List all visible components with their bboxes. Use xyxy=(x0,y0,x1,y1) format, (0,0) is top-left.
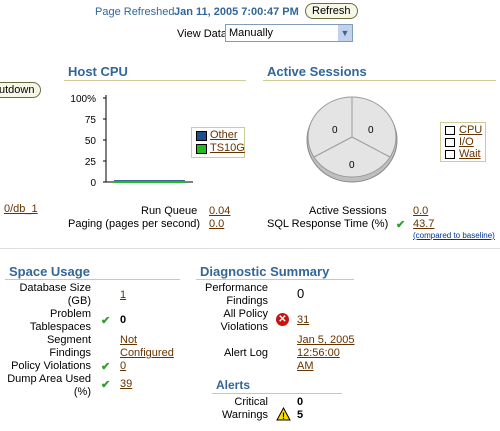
paging-value[interactable]: 0.0 xyxy=(209,218,225,230)
diagnostic-summary-rule xyxy=(196,279,354,280)
host-cpu-legend: Other TS10G xyxy=(191,127,245,158)
critical-label: Critical xyxy=(234,396,268,408)
baseline-link[interactable]: (compared to baseline) xyxy=(413,231,495,240)
all-policy-violations-value[interactable]: 31 xyxy=(297,314,310,326)
database-link[interactable]: 0/db_1 xyxy=(4,203,38,215)
chevron-down-icon: ▼ xyxy=(338,25,352,41)
legend-wait-link[interactable]: Wait xyxy=(459,148,481,160)
section-divider xyxy=(0,248,500,249)
pie-label-io: 0 xyxy=(368,125,374,136)
paging-label: Paging (pages per second) xyxy=(68,218,201,230)
policy-violations-label: Policy Violations xyxy=(11,360,91,372)
refresh-button[interactable]: Refresh xyxy=(305,3,358,19)
legend-io-link[interactable]: I/O xyxy=(459,136,474,148)
check-icon: ✔ xyxy=(101,315,111,327)
legend-swatch-wait xyxy=(445,150,455,159)
active-sessions-label: Active Sessions xyxy=(309,205,387,217)
legend-swatch-ts10g xyxy=(196,144,207,154)
legend-swatch-io xyxy=(445,138,455,147)
alerts-title: Alerts xyxy=(216,378,251,392)
pie-divider-right xyxy=(351,136,391,158)
active-sessions-legend: CPU I/O Wait xyxy=(440,122,486,162)
page-refreshed-time: Jan 11, 2005 7:00:47 PM xyxy=(174,6,299,18)
warnings-value: 5 xyxy=(297,409,304,421)
space-usage-rule xyxy=(5,279,180,280)
policy-violations-value[interactable]: 0 xyxy=(120,360,127,372)
legend-ts10g-link[interactable]: TS10G xyxy=(210,142,245,154)
y-tick-label: 50 xyxy=(85,136,97,147)
legend-swatch-cpu xyxy=(445,126,455,135)
y-tick-label: 100% xyxy=(70,94,96,105)
y-tick-label: 0 xyxy=(90,178,96,189)
alerts-rule xyxy=(212,393,342,394)
check-icon: ✔ xyxy=(101,361,111,373)
page-refreshed-label: Page Refreshed xyxy=(95,6,175,18)
active-sessions-value[interactable]: 0.0 xyxy=(413,205,429,217)
database-size-label: Database Size(GB) xyxy=(19,282,91,307)
alert-log-link[interactable]: Jan 5, 2005 12:56:00 AM xyxy=(297,334,355,372)
performance-findings-value: 0 xyxy=(297,286,305,301)
sql-response-label: SQL Response Time (%) xyxy=(267,218,389,230)
pie-divider-left xyxy=(313,136,353,158)
pie-label-cpu: 0 xyxy=(332,125,338,136)
diagnostic-summary-title: Diagnostic Summary xyxy=(200,264,330,279)
alert-log-label: Alert Log xyxy=(223,347,268,359)
shutdown-button[interactable]: utdown xyxy=(0,82,42,98)
active-sessions-title: Active Sessions xyxy=(267,64,367,79)
dump-area-label: Dump Area Used(%) xyxy=(7,373,91,398)
legend-other-link[interactable]: Other xyxy=(210,129,238,141)
y-tick-label: 25 xyxy=(85,157,97,168)
run-queue-value[interactable]: 0.04 xyxy=(209,205,231,217)
critical-error-icon: ✕ xyxy=(276,313,289,326)
critical-value: 0 xyxy=(297,396,304,408)
host-cpu-rule xyxy=(64,80,246,81)
svg-text:!: ! xyxy=(282,411,285,421)
sql-response-value[interactable]: 43.7 xyxy=(413,218,435,230)
space-usage-title: Space Usage xyxy=(9,264,90,279)
check-icon: ✔ xyxy=(396,219,406,231)
active-sessions-pie: 0 0 0 xyxy=(306,96,398,183)
check-icon: ✔ xyxy=(101,379,111,391)
host-cpu-chart: 100% 75 50 25 0 xyxy=(70,94,193,189)
view-data-value: Manually xyxy=(229,27,274,39)
view-data-select[interactable]: Manually ▼ xyxy=(225,24,353,42)
database-size-value[interactable]: 1 xyxy=(120,289,127,301)
pie-label-wait: 0 xyxy=(349,160,355,171)
host-cpu-title: Host CPU xyxy=(68,64,128,79)
problem-tablespaces-value: 0 xyxy=(120,314,127,326)
warning-icon: ! xyxy=(276,407,291,421)
run-queue-label: Run Queue xyxy=(141,205,198,217)
legend-cpu-link[interactable]: CPU xyxy=(459,124,483,136)
dump-area-value[interactable]: 39 xyxy=(120,378,133,390)
warnings-label: Warnings xyxy=(221,409,268,421)
legend-swatch-other xyxy=(196,131,207,141)
view-data-label: View Data xyxy=(177,28,227,40)
y-tick-label: 75 xyxy=(85,115,97,126)
active-sessions-rule xyxy=(263,80,496,81)
